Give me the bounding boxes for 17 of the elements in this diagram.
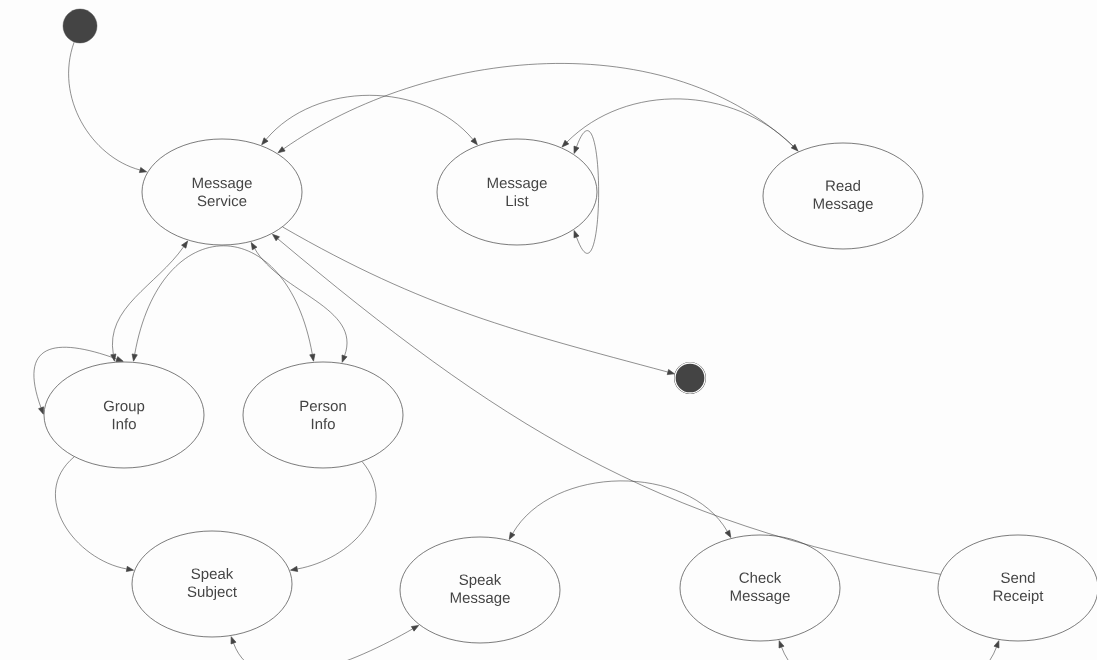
- arrow: [561, 98, 799, 152]
- arrow: [290, 461, 377, 572]
- arrow: [250, 242, 348, 363]
- arrow: [68, 41, 147, 173]
- arrow: [272, 234, 941, 575]
- arrow: [131, 245, 316, 362]
- end-dot: [673, 361, 707, 395]
- arrow: [55, 456, 134, 572]
- arrow: [230, 625, 419, 660]
- arrow: [282, 226, 675, 375]
- arrow: [33, 346, 124, 415]
- arrow: [508, 480, 732, 540]
- start-dot: [62, 8, 98, 44]
- arrow: [778, 640, 1000, 660]
- arrow: [261, 95, 478, 146]
- arrow: [573, 130, 599, 254]
- arrow: [110, 240, 188, 362]
